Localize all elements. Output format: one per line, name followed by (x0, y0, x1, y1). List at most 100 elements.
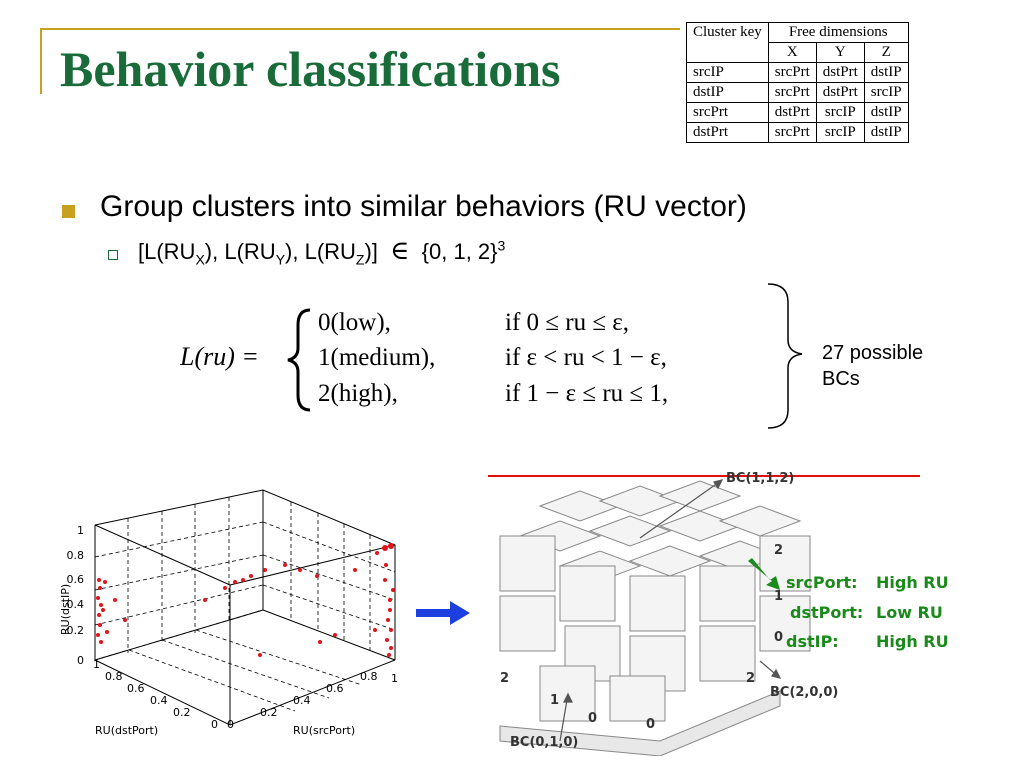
axis-tick: 2 (746, 671, 755, 686)
table-row: srcPrt dstPrt srcIP dstIP (686, 102, 909, 123)
label-bc-112: BC(1,1,2) (726, 471, 794, 486)
case-value: 2(high), (318, 380, 398, 407)
axis-labels: 0 0.2 0.4 0.6 0.8 1 1 0.8 0.6 0.4 0.2 0 … (59, 524, 398, 737)
power-text: 3 (497, 237, 506, 254)
case-cond: if 0 ≤ ru ≤ ε, (505, 309, 629, 336)
bullet-main-text: Group clusters into similar behaviors (R… (100, 190, 747, 223)
square-bullet-icon (62, 205, 75, 218)
green-arrow-icon (748, 558, 780, 590)
title-accent-line (40, 28, 680, 30)
slide-title: Behavior classifications (60, 41, 561, 97)
cell: srcIP (863, 82, 909, 103)
legend-key: dstPort: (790, 603, 863, 622)
dstport-tick: 0 (211, 718, 218, 731)
blue-arrow-icon (416, 601, 470, 625)
formula-lhs: L(ru) = (180, 342, 259, 371)
cell: dstPrt (686, 122, 769, 143)
note-line: BCs (822, 368, 860, 390)
axis-tick: 2 (500, 671, 509, 686)
bc-cube-figure: BC(1,1,2) BC(2,0,0) BC(0,1,0) 2 1 0 2 1 … (488, 471, 949, 756)
axis-tick: 0 (646, 717, 655, 732)
scatter-points (96, 543, 395, 657)
srcport-tick: 0.6 (326, 682, 344, 695)
set-text: {0, 1, 2} (421, 239, 498, 264)
sub-z: Z (355, 251, 365, 268)
cell: dstPrt (815, 62, 865, 83)
axis-tick: 1 (774, 589, 783, 604)
dstport-tick: 0.8 (105, 670, 123, 683)
srcport-tick: 0.4 (293, 694, 311, 707)
case-cond: if 1 − ε ≤ ru ≤ 1, (505, 380, 668, 407)
axis-tick: 0 (588, 711, 597, 726)
case-value: 0(low), (318, 309, 391, 336)
ru-text: [L(RU (138, 239, 196, 264)
legend-val: High RU (876, 632, 949, 651)
ru-text: )] (364, 239, 378, 264)
cell: srcPrt (767, 122, 817, 143)
cell: dstPrt (767, 102, 817, 123)
pointer-arrows (559, 479, 782, 742)
header-free-dimensions: Free dimensions (767, 22, 909, 43)
cube-frame (94, 489, 396, 726)
cell: dstPrt (815, 82, 865, 103)
srcport-tick: 0.2 (260, 706, 278, 719)
z-tick: 0 (77, 654, 84, 667)
dstport-tick: 0.2 (173, 706, 191, 719)
z-tick: 1 (77, 524, 84, 537)
element-of-symbol: ∈ (390, 236, 410, 266)
sub-y: Y (275, 251, 286, 268)
label-bc-200: BC(2,0,0) (770, 685, 838, 700)
possible-bcs-note: 27 possible BCs (822, 340, 923, 392)
ru-text: ), L(RU (204, 239, 276, 264)
table-row: dstPrt srcPrt srcIP dstIP (686, 122, 909, 143)
case-value: 1(medium), (318, 344, 435, 371)
cell: dstIP (863, 122, 909, 143)
z-tick: 0.8 (67, 549, 85, 562)
dim-x: X (767, 42, 817, 63)
cell: srcIP (815, 102, 865, 123)
formula: L(ru) = 0(low), if 0 ≤ ru ≤ ε, 1(medium)… (180, 308, 668, 412)
dim-z: Z (863, 42, 909, 63)
srcport-tick: 0.8 (360, 670, 378, 683)
table-row: dstIP srcPrt dstPrt srcIP (686, 82, 909, 103)
header-cluster-key: Cluster key (686, 22, 769, 63)
dstport-tick: 1 (93, 658, 100, 671)
z-tick: 0.2 (67, 624, 85, 637)
bullet-sub-text: [L(RUX), L(RUY), L(RUZ)] ∈ {0, 1, 2}3 (138, 236, 505, 267)
cubes (499, 480, 811, 756)
table-row: srcIP srcPrt dstPrt dstIP (686, 62, 909, 83)
ru-text: ), L(RU (285, 239, 356, 264)
srcport-tick: 0 (227, 718, 234, 731)
dim-y: Y (815, 42, 865, 63)
xlabel-right: RU(srcPort) (293, 724, 355, 737)
right-brace (767, 283, 803, 429)
scatter-3d-plot: 0 0.2 0.4 0.6 0.8 1 1 0.8 0.6 0.4 0.2 0 … (59, 489, 398, 737)
axis-tick: 1 (550, 693, 559, 708)
cell: dstIP (863, 62, 909, 83)
xlabel-left: RU(dstPort) (95, 724, 158, 737)
dstport-tick: 0.6 (127, 682, 145, 695)
cell: dstIP (686, 82, 769, 103)
bc-legend: srcPort: High RU dstPort: Low RU dstIP: … (786, 573, 949, 651)
dstport-tick: 0.4 (150, 694, 168, 707)
cube-labels: BC(1,1,2) BC(2,0,0) BC(0,1,0) 2 1 0 2 1 … (500, 471, 838, 750)
title-accent-vline (40, 28, 42, 94)
axis-tick: 0 (774, 630, 783, 645)
left-brace (287, 308, 311, 412)
ylabel: RU(dstIP) (59, 584, 72, 635)
z-tick: 0.4 (67, 598, 85, 611)
cell: srcIP (815, 122, 865, 143)
legend-key: dstIP: (786, 632, 839, 651)
cell: srcIP (686, 62, 769, 83)
grid-lines (94, 497, 396, 712)
hollow-square-bullet-icon (108, 250, 118, 260)
note-line: 27 possible (822, 342, 924, 364)
legend-key: srcPort: (786, 573, 858, 592)
srcport-tick: 1 (391, 672, 398, 685)
sub-x: X (195, 251, 205, 268)
legend-val: High RU (876, 573, 949, 592)
axis-tick: 2 (774, 543, 783, 558)
label-bc-010: BC(0,1,0) (510, 735, 578, 750)
z-tick: 0.6 (67, 573, 85, 586)
legend-val: Low RU (876, 603, 943, 622)
